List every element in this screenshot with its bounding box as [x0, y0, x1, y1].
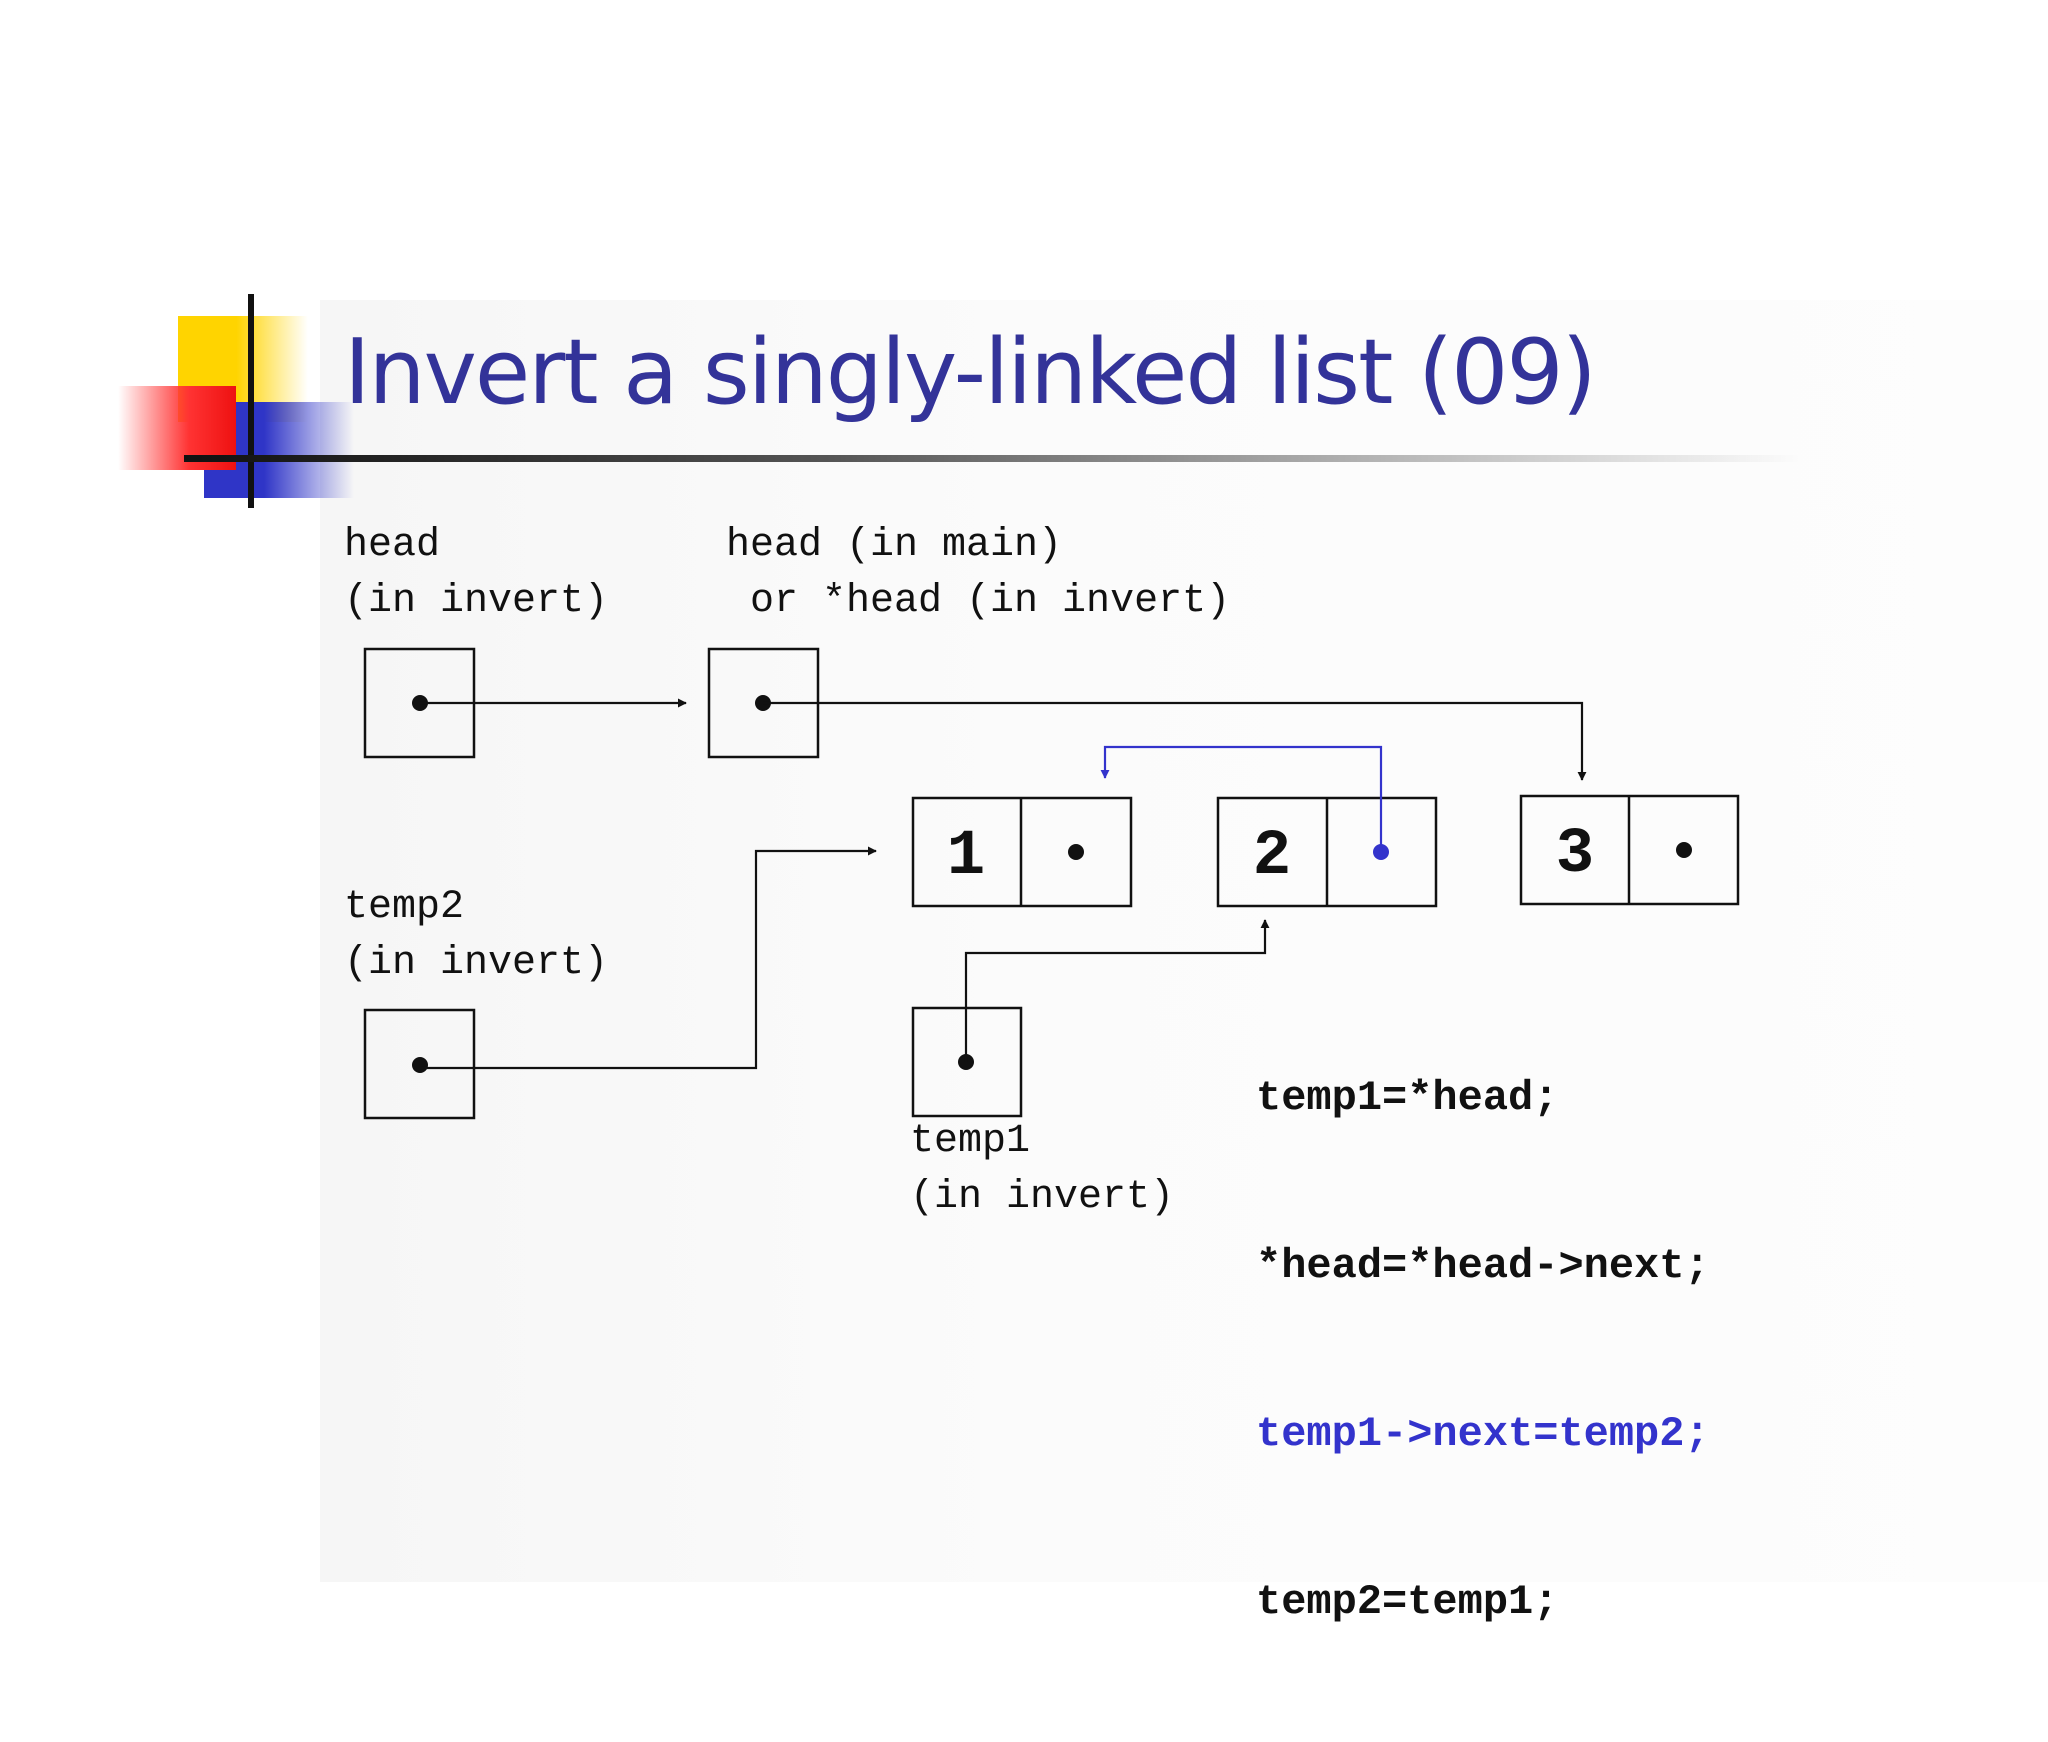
- content-background: [320, 300, 2048, 1582]
- node-value-3: 3: [1556, 819, 1594, 891]
- arrow-temp2-to-node1: [420, 846, 877, 1070]
- node-value-1: 1: [947, 821, 985, 893]
- list-node-2: 2: [1216, 796, 1438, 908]
- label-temp1: temp1 (in invert): [910, 1119, 1175, 1220]
- code-line-highlighted: temp1->next=temp2;: [1256, 1410, 1710, 1458]
- decor-vertical-line: [248, 294, 254, 508]
- arrow-mainhead-to-node3: [763, 701, 1587, 781]
- arrow-temp1-to-node2: [964, 919, 1270, 1062]
- code-line: *head=*head->next;: [1256, 1242, 1710, 1290]
- arrow-node2-to-node1: [1100, 745, 1383, 852]
- node-value-2: 2: [1253, 821, 1291, 893]
- list-node-1: 1: [911, 796, 1133, 908]
- title-underline: [184, 455, 1804, 462]
- label-head-invert: head (in invert): [344, 523, 609, 624]
- code-line: temp2=temp1;: [1256, 1578, 1559, 1626]
- code-line: temp1=*head;: [1256, 1074, 1559, 1122]
- pointer-box-temp2: [363, 1008, 476, 1120]
- slide-title: Invert a singly-linked list (09): [344, 320, 1597, 425]
- slide: Invert a singly-linked list (09) head (i…: [118, 294, 2048, 1626]
- label-head-main: head (in main) or *head (in invert): [726, 523, 1231, 624]
- linked-list-diagram: 1 2 3: [363, 647, 1740, 1120]
- label-temp2: temp2 (in invert): [344, 885, 609, 986]
- code-block: temp1=*head; *head=*head->next; temp1->n…: [1256, 958, 1710, 1742]
- list-node-3: 3: [1519, 794, 1740, 906]
